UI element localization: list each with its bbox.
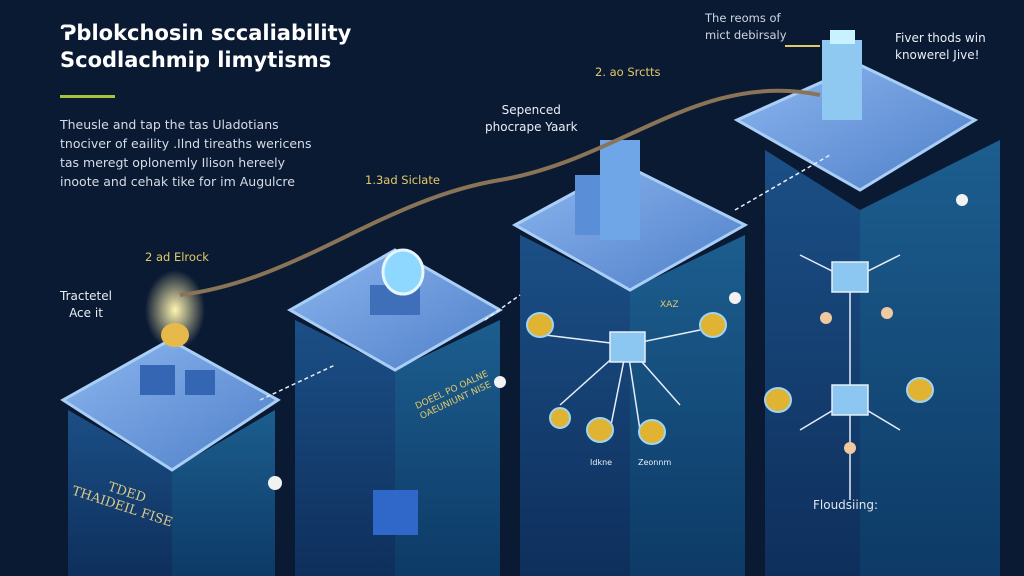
middle-note-line: Sepenced	[501, 103, 561, 117]
network-3	[544, 329, 701, 431]
pillar-3-tag: XAZ	[660, 300, 679, 310]
description-line: inoote and cehak tike for im Augulcre	[60, 174, 295, 189]
left-note: Tractetel Ace it	[60, 288, 112, 322]
middle-note-line: phocrape Yaark	[485, 120, 578, 134]
description-line: tas meregt oplonemly Ilison hereely	[60, 155, 286, 170]
pillar-2	[286, 248, 504, 576]
top-note-line: mict debirsaly	[705, 28, 787, 42]
title-line-1: Ɂblokchosin sccaliability	[60, 21, 352, 45]
middle-note: Sepenced phocrape Yaark	[485, 102, 578, 136]
right-note-line: knowerel Jive!	[895, 48, 980, 62]
description-line: Theusle and tap the tas Uladotians	[60, 117, 279, 132]
step-label-2-block: 2 ad Elrock	[145, 250, 209, 264]
left-note-line: Ace it	[69, 306, 103, 320]
page-title: Ɂblokchosin sccaliability Scodlachmip li…	[60, 20, 351, 74]
right-note-line: Fiver thods win	[895, 31, 986, 45]
node-label-a: Idkne	[590, 458, 613, 467]
node-label-b: Zeonnm	[638, 458, 672, 467]
top-note-line: The reoms of	[705, 11, 781, 25]
step-label-1-slate: 1.3ad Siclate	[365, 173, 440, 187]
title-line-2: Scodlachmip limytisms	[60, 48, 332, 72]
network-4	[799, 254, 901, 500]
top-note: The reoms of mict debirsaly	[705, 10, 787, 44]
pillar-1	[60, 270, 281, 576]
right-note: Fiver thods win knowerel Jive!	[895, 30, 986, 64]
accent-divider	[60, 95, 115, 98]
description: Theusle and tap the tas Uladotians tnoci…	[60, 115, 311, 191]
flooding-label: Floudsiing:	[813, 498, 878, 512]
description-line: tnociver of eaility .Ilnd tireaths weric…	[60, 136, 312, 151]
left-note-line: Tractetel	[60, 289, 112, 303]
step-label-2-sects: 2. ao Srctts	[595, 65, 661, 79]
pillar-4	[733, 30, 1000, 576]
